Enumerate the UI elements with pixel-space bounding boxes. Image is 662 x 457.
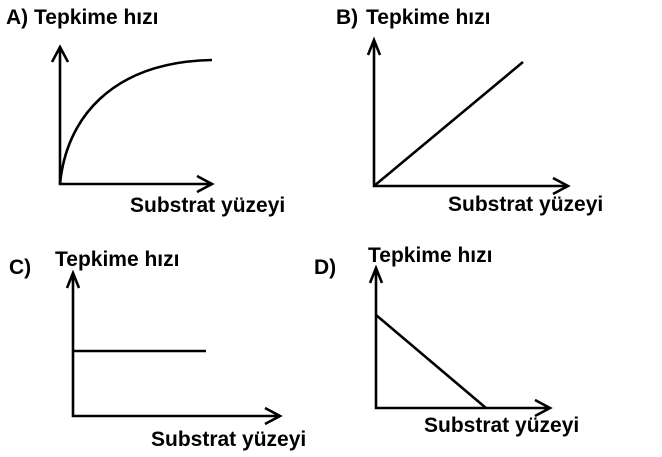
axes-arrows [50, 44, 215, 194]
y-axis-label: Tepkime hızı [368, 244, 492, 267]
y-axis-label: Tepkime hızı [34, 6, 158, 29]
y-axis-label: Tepkime hızı [55, 248, 179, 271]
panel-d: D) Tepkime hızı Substrat yüzeyi [314, 244, 579, 437]
x-axis-label: Substrat yüzeyi [424, 414, 579, 437]
x-axis-label: Substrat yüzeyi [130, 194, 285, 217]
option-letter: D) [314, 256, 336, 279]
option-letter: C) [9, 256, 31, 279]
axes-arrows [366, 36, 571, 196]
axes-arrows [65, 269, 283, 426]
rate-line-increasing [373, 61, 524, 187]
y-axis-label: Tepkime hızı [366, 6, 490, 29]
x-axis-label: Substrat yüzeyi [151, 428, 306, 451]
rate-line-decreasing [375, 314, 487, 409]
axes-arrows [368, 264, 553, 418]
option-letter: A) [6, 6, 28, 29]
panel-b: B) Tepkime hızı Substrat yüzeyi [336, 6, 603, 216]
x-axis-label: Substrat yüzeyi [448, 193, 603, 216]
rate-curve-saturating [58, 58, 213, 185]
panel-c: C) Tepkime hızı Substrat yüzeyi [9, 248, 306, 451]
panel-a: A) Tepkime hızı Substrat yüzeyi [6, 6, 285, 217]
option-letter: B) [336, 6, 358, 29]
